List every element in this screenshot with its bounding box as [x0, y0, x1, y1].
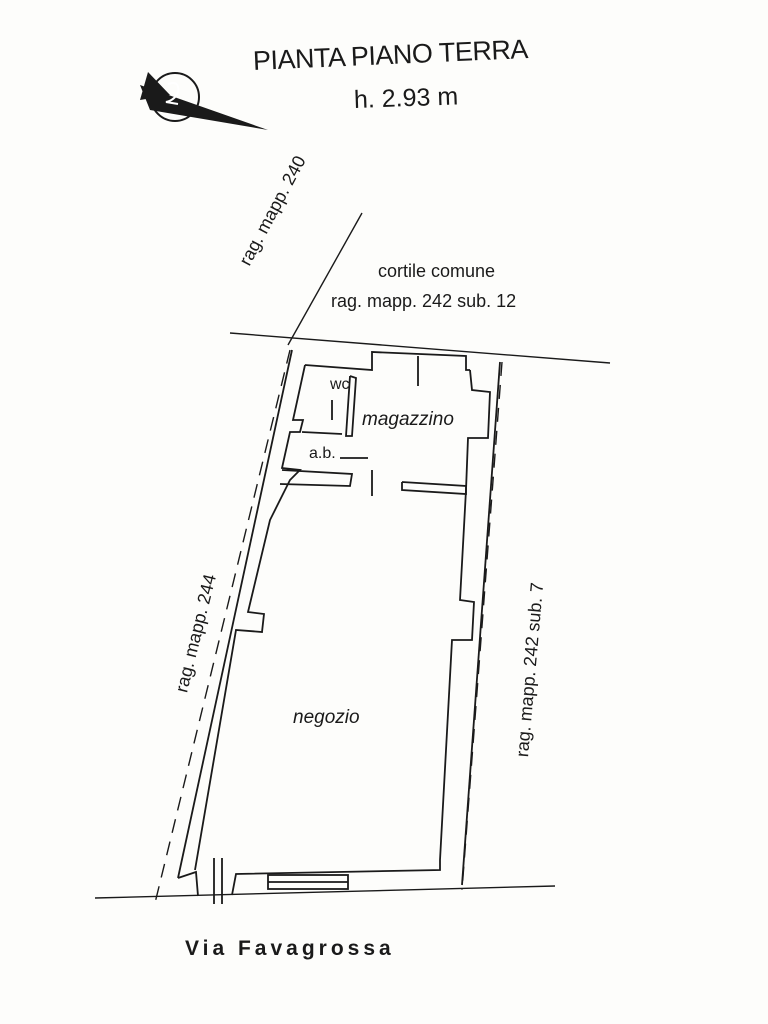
north-arrow-icon [140, 72, 268, 130]
courtyard-label: cortile comune [378, 261, 496, 281]
antechamber-label: a.b. [309, 445, 336, 462]
storage-room-label: magazzino [362, 409, 454, 430]
top-wall-inner [304, 351, 470, 371]
partition-right [401, 481, 467, 495]
partition-left [279, 469, 354, 487]
street-label: Via Favagrossa [185, 937, 395, 960]
street-boundary-line [94, 885, 556, 899]
wc-partition [345, 375, 357, 437]
front-wall-right [231, 860, 441, 896]
parcel-244-boundary-line [154, 349, 291, 904]
left-wall-inner [194, 364, 306, 871]
wc-bottom-wall [301, 431, 343, 435]
right-wall-outer [461, 361, 501, 886]
interior-walls [279, 375, 467, 496]
courtyard-boundary-line [229, 332, 611, 364]
wc-label: wc [330, 376, 350, 393]
left-wall-outer [177, 349, 293, 879]
courtyard-parcel-label: rag. mapp. 242 sub. 12 [331, 291, 517, 311]
boundary-lines [94, 212, 611, 904]
shop-room-label: negozio [293, 707, 360, 728]
front-wall-left-pier [177, 870, 199, 897]
ceiling-height-label: h. 2.93 m [353, 82, 459, 114]
parcel-240-boundary-line [287, 212, 363, 346]
